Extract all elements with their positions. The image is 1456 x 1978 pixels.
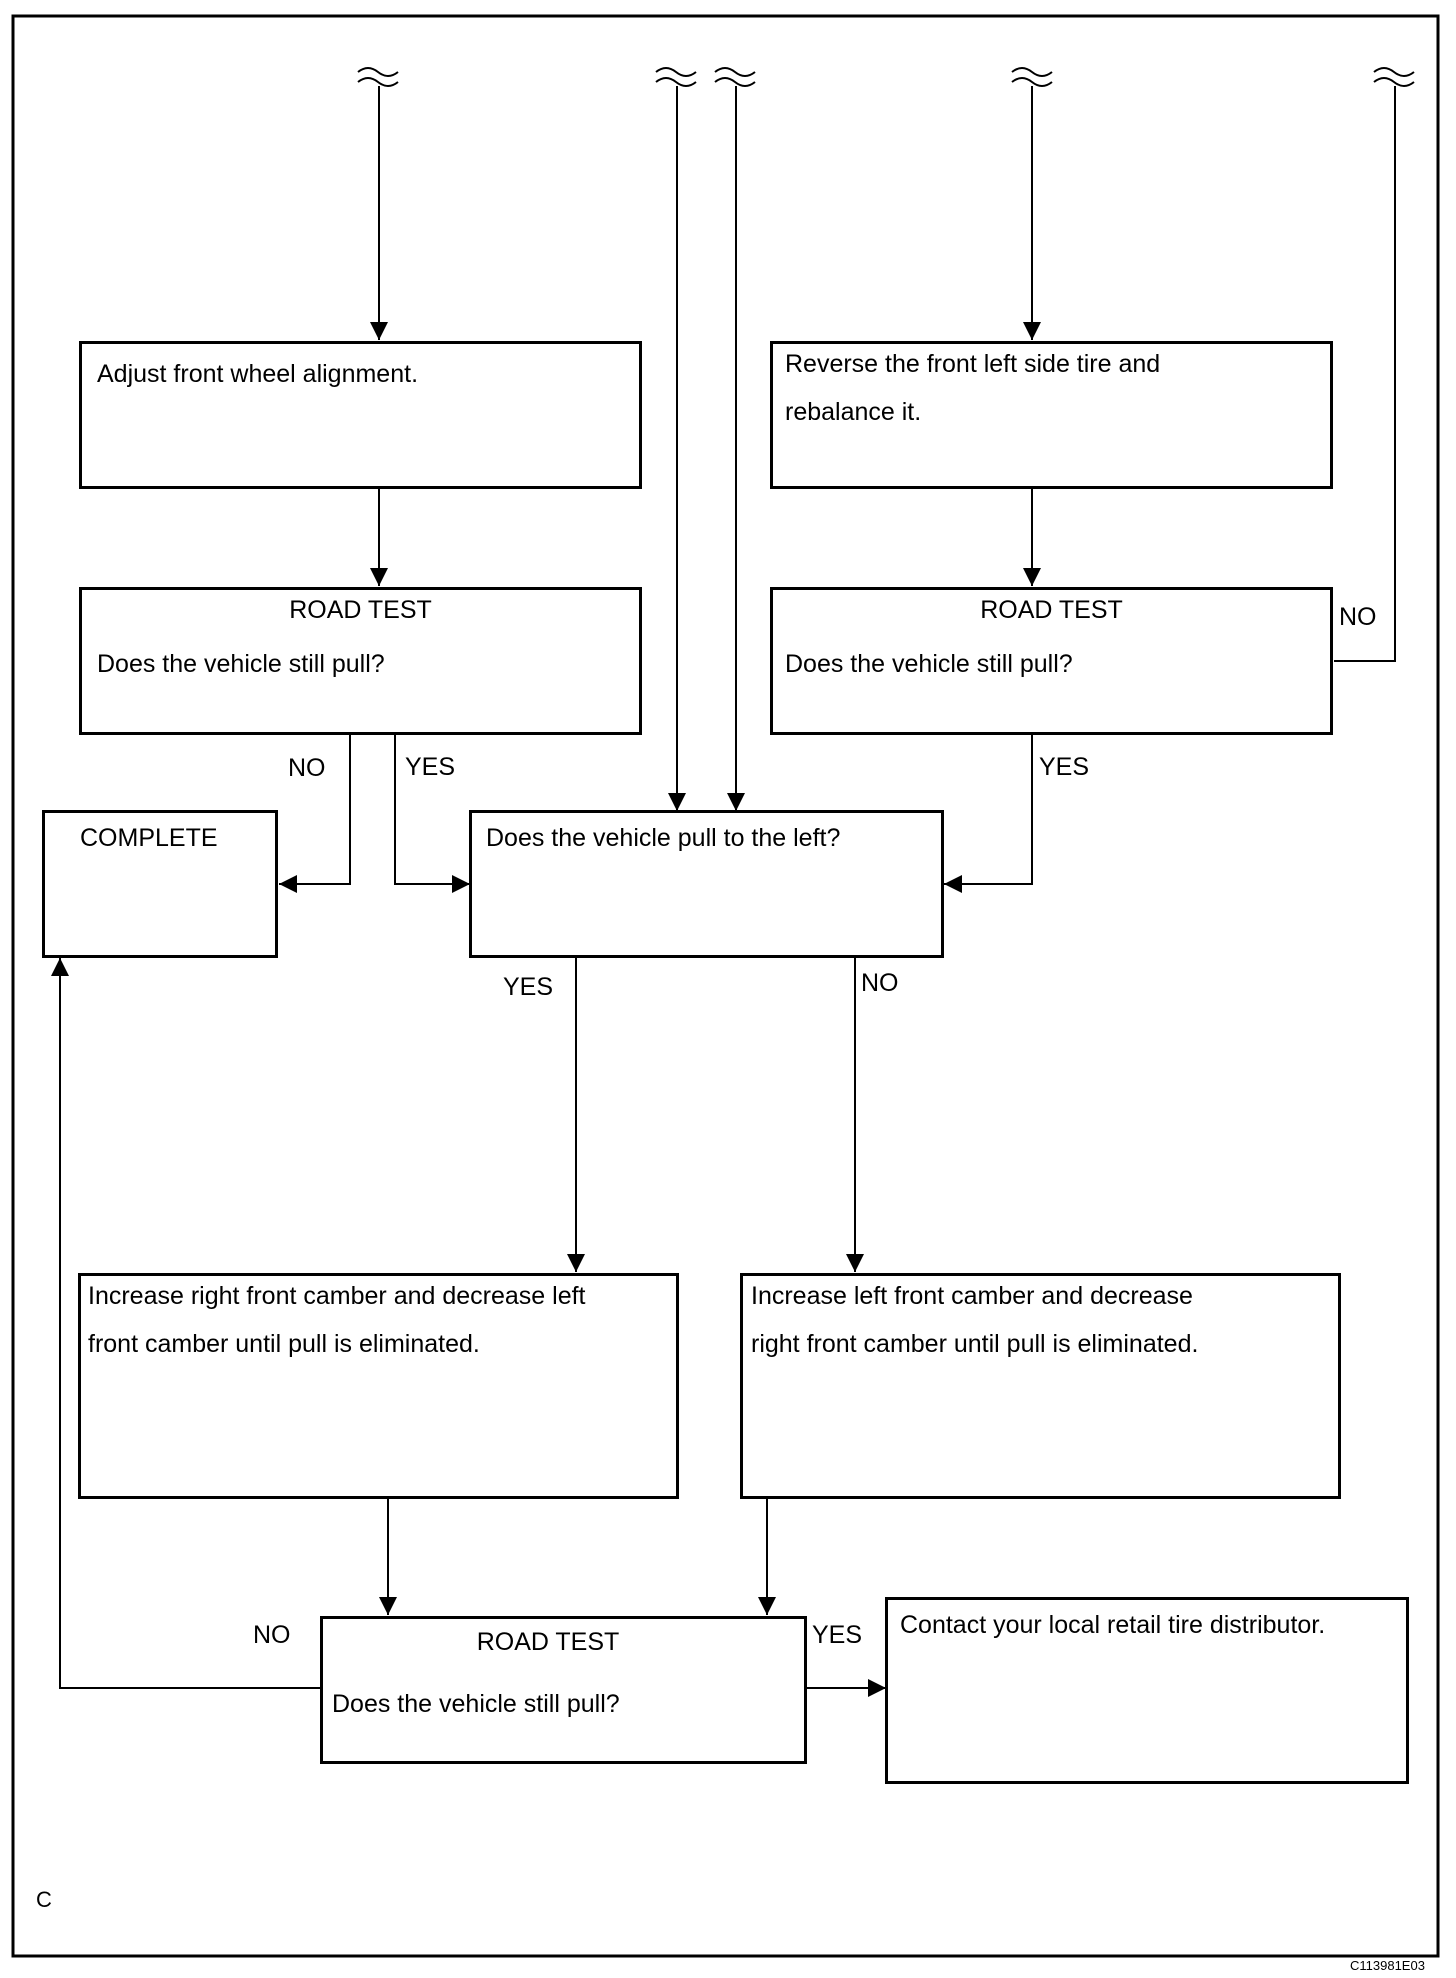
arrow-yes-to-pull-left [394,734,470,893]
road-test-bottom-title: ROAD TEST [476,1628,620,1656]
adjust-alignment-text: Adjust front wheel alignment. [97,360,419,388]
label-no-right-loop: NO [1339,603,1377,631]
increase-left-camber-text-1: Increase left front camber and decrease [751,1282,1193,1310]
road-test-right-box: ROAD TEST Does the vehicle still pull? [770,587,1333,735]
label-no-complete: NO [288,754,326,782]
label-no-pull-left: NO [861,969,899,997]
road-test-left-box: ROAD TEST Does the vehicle still pull? [79,587,642,735]
label-yes-bottom: YES [812,1621,863,1649]
increase-left-camber-box: Increase left front camber and decrease … [740,1273,1341,1499]
pull-left-box: Does the vehicle pull to the left? [469,810,944,958]
break-symbols [357,67,1415,87]
label-yes-pull-left: YES [503,973,554,1001]
label-yes-right: YES [1039,753,1090,781]
arrow-no-to-complete [279,734,351,893]
increase-left-camber-text-2: right front camber until pull is elimina… [751,1330,1199,1358]
road-test-left-question: Does the vehicle still pull? [97,650,385,678]
label-no-bottom: NO [253,1621,291,1649]
line-no-loop-right [1334,86,1396,662]
road-test-left-title: ROAD TEST [289,596,432,624]
reverse-tire-text-2: rebalance it. [785,398,922,426]
figure-code: C113981E03 [1350,1958,1425,1973]
complete-text: COMPLETE [80,824,218,852]
road-test-right-title: ROAD TEST [980,596,1123,624]
page-letter: C [36,1887,52,1912]
reverse-tire-box: Reverse the front left side tire and reb… [770,341,1333,489]
road-test-right-question: Does the vehicle still pull? [785,650,1073,678]
label-yes-pull: YES [405,753,456,781]
complete-box: COMPLETE [42,810,278,958]
road-test-bottom-question: Does the vehicle still pull? [332,1690,620,1718]
pull-left-text: Does the vehicle pull to the left? [486,824,841,852]
adjust-alignment-box: Adjust front wheel alignment. [79,341,642,489]
increase-right-camber-box: Increase right front camber and decrease… [78,1273,679,1499]
contact-distributor-text: Contact your local retail tire distribut… [900,1611,1326,1639]
contact-distributor-box: Contact your local retail tire distribut… [885,1597,1409,1784]
page-frame [11,14,1440,1958]
arrow-right-yes-to-pull-left [944,734,1033,893]
increase-right-camber-text-2: front camber until pull is eliminated. [88,1330,480,1358]
increase-right-camber-text-1: Increase right front camber and decrease… [88,1282,586,1310]
reverse-tire-text-1: Reverse the front left side tire and [785,350,1161,378]
road-test-bottom-box: ROAD TEST Does the vehicle still pull? [320,1616,807,1764]
arrow-no-to-complete-loop [51,958,321,1689]
